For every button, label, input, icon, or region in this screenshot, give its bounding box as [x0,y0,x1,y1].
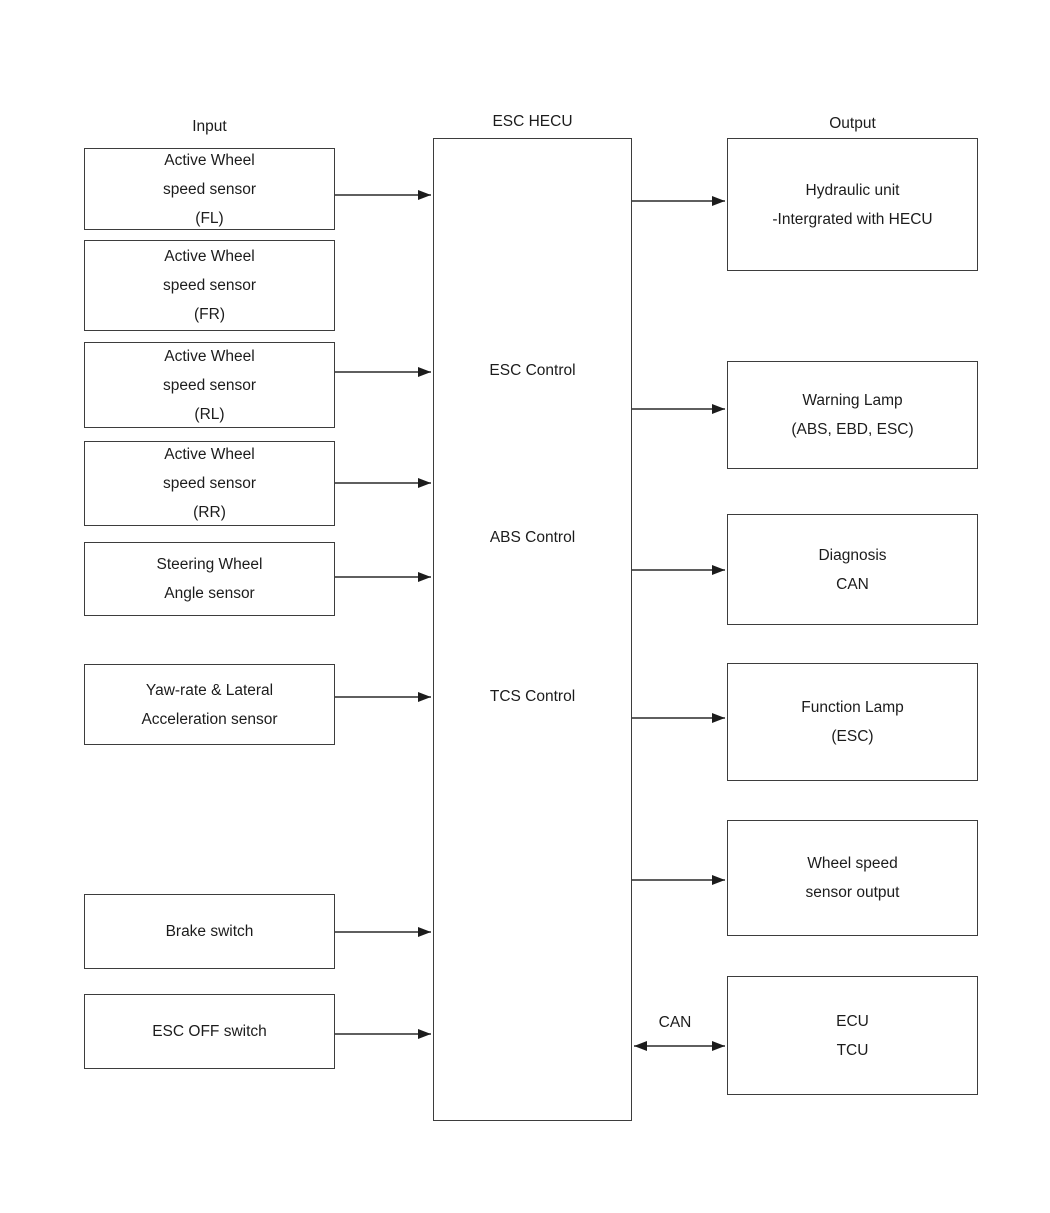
box-text-line: speed sensor [162,376,257,394]
output-box-diagnosis-can: Diagnosis CAN [727,514,978,625]
box-text-line: (RL) [194,405,225,423]
box-text-line: (FL) [195,209,224,227]
box-text-line: Function Lamp [801,699,904,716]
box-text-line: speed sensor [162,475,257,492]
output-box-function-lamp: Function Lamp (ESC) [727,663,978,781]
output-box-wheel-speed-sensor-output: Wheel speed sensor output [727,820,978,936]
box-text-line: ECU [836,1012,869,1030]
box-text-line: Warning Lamp [802,392,903,409]
box-text-line: sensor output [805,884,900,901]
input-box-steering-angle-sensor: Steering Wheel Angle sensor [84,542,335,616]
input-box-wheel-speed-rl: Active Wheel speed sensor (RL) [84,342,335,428]
box-text-line: (RR) [193,504,226,521]
hecu-function-tcs-control: TCS Control [489,688,576,705]
box-text-line: -Intergrated with HECU [772,210,933,228]
output-box-ecu-tcu: ECU TCU [727,976,978,1095]
box-text-line: Active Wheel [164,347,255,365]
input-box-yaw-rate-lateral-sensor: Yaw-rate & Lateral Acceleration sensor [84,664,335,745]
box-text-line: CAN [836,575,869,593]
box-text-line: Wheel speed [807,855,898,872]
box-text-line: Active Wheel [164,446,255,463]
output-box-hydraulic-unit: Hydraulic unit -Intergrated with HECU [727,138,978,271]
box-text-line: Brake switch [165,923,254,940]
box-text-line: (FR) [194,306,225,323]
input-box-esc-off-switch: ESC OFF switch [84,994,335,1069]
box-text-line: speed sensor [162,180,257,198]
hecu-function-abs-control: ABS Control [489,529,576,546]
input-column-label: Input [192,118,227,135]
box-text-line: Active Wheel [164,151,255,169]
box-text-line: Steering Wheel [156,556,263,573]
output-column-label: Output [829,115,876,132]
input-box-wheel-speed-fl: Active Wheel speed sensor (FL) [84,148,335,230]
box-text-line: Diagnosis [818,546,887,564]
box-text-line: Active Wheel [164,248,255,265]
input-box-wheel-speed-fr: Active Wheel speed sensor (FR) [84,240,335,331]
box-text-line: (ESC) [831,728,874,745]
box-text-line: Hydraulic unit [805,181,900,199]
input-box-wheel-speed-rr: Active Wheel speed sensor (RR) [84,441,335,526]
box-text-line: Yaw-rate & Lateral [145,681,274,699]
esc-hecu-box: ESC Control ABS Control TCS Control [433,138,632,1121]
input-box-brake-switch: Brake switch [84,894,335,969]
box-text-line: Acceleration sensor [141,710,278,728]
box-text-line: ESC OFF switch [152,1023,267,1040]
esc-hecu-label: ESC HECU [492,113,573,130]
box-text-line: (ABS, EBD, ESC) [791,421,914,438]
hecu-function-esc-control: ESC Control [489,362,576,379]
output-box-warning-lamp: Warning Lamp (ABS, EBD, ESC) [727,361,978,469]
box-text-line: Angle sensor [164,585,255,602]
box-text-line: speed sensor [162,277,257,294]
box-text-line: TCU [836,1041,869,1059]
can-bus-label: CAN [658,1014,692,1031]
